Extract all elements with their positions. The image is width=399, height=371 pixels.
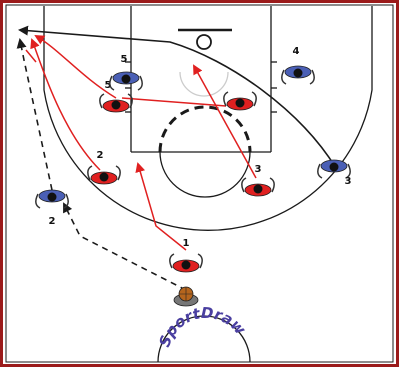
rim [196, 34, 212, 50]
offense-player-label: 5 [105, 80, 112, 91]
player-arm [115, 165, 121, 181]
cut-path-5 [34, 34, 117, 99]
dribble-path [16, 38, 53, 191]
player-arm [169, 253, 175, 269]
offense-player-label: 2 [97, 150, 104, 161]
cut-path-1 [135, 162, 187, 251]
player-arm [35, 193, 41, 209]
defense-player-label: 3 [345, 176, 352, 187]
player-arm [137, 75, 143, 91]
player-arm [317, 163, 323, 179]
screen-paths [16, 25, 337, 291]
player-head [235, 98, 245, 108]
screen-bar [25, 49, 37, 63]
cut-paths [25, 34, 257, 251]
offense-player-o2[interactable] [87, 165, 121, 185]
cut-path-3 [193, 64, 257, 179]
defense-player-d3[interactable] [317, 159, 351, 179]
player-arm [109, 75, 115, 91]
offense-player-label: 3 [255, 164, 262, 175]
player-head [253, 184, 263, 194]
player-head [181, 260, 191, 270]
cut-path-2 [30, 38, 101, 171]
player-arm [251, 91, 257, 107]
screen-line-5 [121, 97, 227, 107]
three-point-line [43, 6, 373, 231]
center-circle [157, 315, 251, 363]
offense-player-label: 1 [183, 238, 190, 249]
court-lines [43, 6, 373, 363]
defender-path-3 [18, 25, 337, 169]
court-boundary [5, 4, 394, 363]
ball-seams [179, 287, 193, 301]
restricted-arc [179, 71, 229, 97]
offense-player-o3[interactable] [241, 177, 275, 197]
player-arm [63, 193, 69, 209]
player-head [47, 192, 57, 202]
player-arm [345, 163, 351, 179]
player-arm [241, 177, 247, 193]
player-arm [223, 91, 229, 107]
player-arm [127, 93, 133, 109]
defense-player-d2[interactable] [35, 189, 69, 209]
ball-handler[interactable] [173, 286, 199, 307]
defense-player-label: 4 [293, 46, 300, 57]
defense-player-label: 5 [121, 54, 128, 65]
free-throw-circle-upper [158, 105, 252, 153]
defense-player-label: 2 [49, 216, 56, 227]
player-arm [99, 93, 105, 109]
player-head [329, 162, 339, 172]
defense-player-d5[interactable] [109, 71, 143, 91]
player-arm [281, 69, 287, 85]
player-head [121, 74, 131, 84]
offense-player-o5[interactable] [99, 93, 133, 113]
player-arm [269, 177, 275, 193]
offense-player-o1[interactable] [169, 253, 203, 273]
offense-player-o4[interactable] [223, 91, 257, 111]
player-arm [309, 69, 315, 85]
player-head [111, 100, 121, 110]
player-head [293, 68, 303, 78]
defense-player-d4[interactable] [281, 65, 315, 85]
player-head [99, 172, 109, 182]
player-arm [87, 165, 93, 181]
players-layer: 1 2 3 5 2 3 4 5 [35, 46, 352, 307]
player-arm [197, 253, 203, 269]
free-throw-circle-lower [159, 151, 251, 198]
